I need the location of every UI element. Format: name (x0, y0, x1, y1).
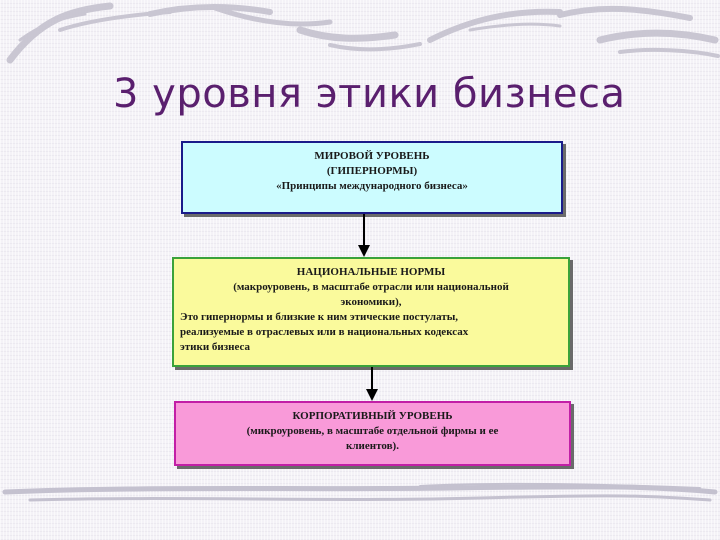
arrow-down-2 (366, 367, 378, 401)
global-level-heading: МИРОВОЙ УРОВЕНЬ (314, 150, 430, 162)
global-level-subheading: (ГИПЕРНОРМЫ) (326, 165, 418, 177)
national-level-text-2: экономики), (340, 296, 402, 308)
national-level-text-3: Это гипернормы и близкие к ним этические… (180, 311, 459, 323)
slide-title: 3 уровня этики бизнеса (113, 71, 626, 117)
corporate-level-box: КОРПОРАТИВНЫЙ УРОВЕНЬ (микроуровень, в м… (174, 401, 571, 466)
global-level-description: «Принципы международного бизнеса» (276, 180, 468, 192)
national-level-text-5: этики бизнеса (180, 341, 251, 353)
national-level-heading: НАЦИОНАЛЬНЫЕ НОРМЫ (296, 266, 446, 278)
national-level-text-1: (макроуровень, в масштабе отрасли или на… (233, 281, 509, 293)
top-decorative-strokes (6, 2, 720, 64)
corporate-level-text-1: (микроуровень, в масштабе отдельной фирм… (246, 425, 499, 437)
global-level-box: МИРОВОЙ УРОВЕНЬ (ГИПЕРНОРМЫ) «Принципы м… (181, 141, 563, 214)
bottom-decorative-strokes (2, 482, 718, 502)
corporate-level-heading: КОРПОРАТИВНЫЙ УРОВЕНЬ (292, 410, 453, 422)
national-level-text-4: реализуемые в отраслевых или в националь… (180, 326, 469, 338)
corporate-level-text-2: клиентов). (346, 440, 399, 452)
arrow-down-1 (358, 214, 370, 257)
national-level-box: НАЦИОНАЛЬНЫЕ НОРМЫ (макроуровень, в масш… (172, 257, 570, 367)
